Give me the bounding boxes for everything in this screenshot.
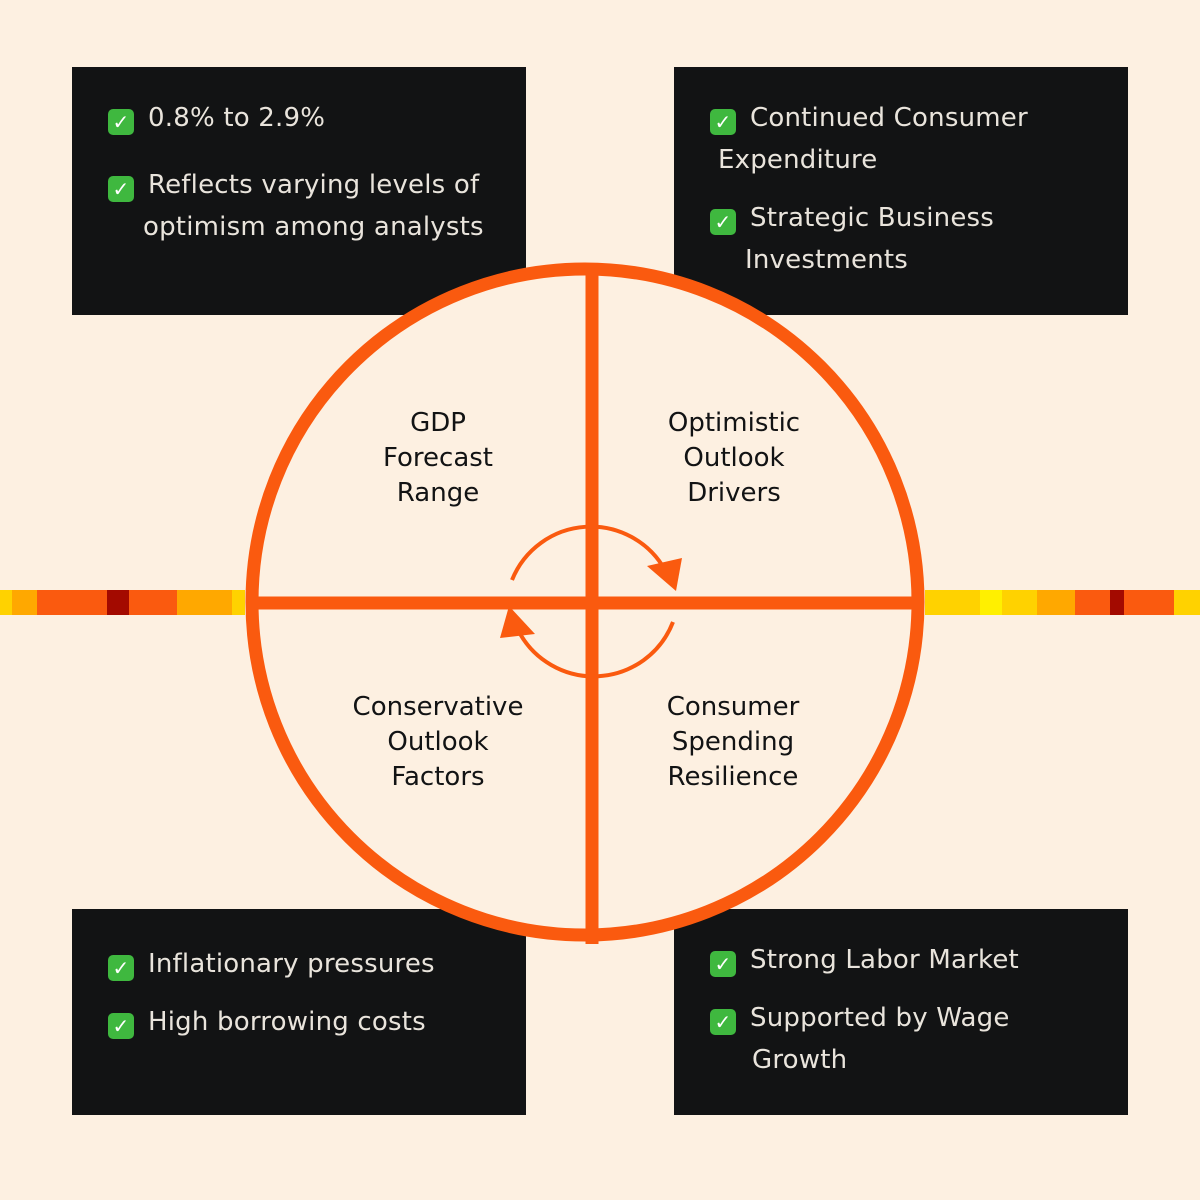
bullet-text-continued: Growth: [752, 1045, 848, 1075]
title-line: Resilience: [667, 762, 799, 792]
arrow-head-right-icon: [647, 558, 682, 591]
title-line: GDP: [410, 408, 466, 438]
bullet-item: ✓ Reflects varying levels of: [108, 164, 479, 206]
title-line: Consumer: [666, 692, 800, 722]
stripe-right: [925, 590, 1200, 615]
cycle-arc-top: [510, 524, 667, 581]
bullet-text: Inflationary pressures: [148, 949, 435, 979]
bullet-text: 0.8% to 2.9%: [148, 103, 326, 133]
bullet-item: ✓ Supported by Wage: [710, 997, 1010, 1039]
check-mark-icon: ✓: [710, 109, 736, 135]
cycle-arc-bottom: [516, 621, 675, 679]
quadrant-title-conservative-outlook-factors: Conservative Outlook Factors: [318, 690, 558, 795]
quadrant-title-gdp-forecast-range: GDP Forecast Range: [318, 406, 558, 511]
title-line: Range: [396, 478, 480, 508]
bullet-text: Supported by Wage: [750, 1003, 1010, 1033]
bullet-item: ✓ Strategic Business: [710, 197, 994, 239]
title-line: Conservative: [352, 692, 524, 722]
bullet-text-continued: optimism among analysts: [143, 212, 484, 242]
bullet-text: Strong Labor Market: [750, 945, 1019, 975]
title-line: Spending: [671, 727, 795, 757]
bullet-text-continued: Expenditure: [718, 145, 878, 175]
check-mark-icon: ✓: [108, 955, 134, 981]
quadrant-title-optimistic-outlook-drivers: Optimistic Outlook Drivers: [614, 406, 854, 511]
check-mark-icon: ✓: [108, 109, 134, 135]
check-mark-icon: ✓: [108, 1013, 134, 1039]
title-line: Outlook: [683, 443, 785, 473]
bullet-item: ✓ Inflationary pressures: [108, 943, 435, 985]
box-conservative-outlook-factors: ✓ Inflationary pressures ✓ High borrowing …: [72, 909, 526, 1115]
bullet-text-continued: Investments: [745, 245, 909, 275]
box-consumer-spending-resilience: ✓Strong Labor Market ✓Supported by Wage …: [674, 909, 1128, 1115]
bullet-item: ✓ 0.8% to 2.9%: [108, 97, 325, 139]
bullet-text: Continued Consumer: [750, 103, 1028, 133]
bullet-text: Reflects varying levels of: [148, 170, 480, 200]
bullet-text: Strategic Business: [750, 203, 995, 233]
box-optimistic-outlook-drivers: ✓ Continued Consumer Expenditure ✓ Strateg…: [674, 67, 1128, 315]
title-line: Factors: [391, 762, 485, 792]
check-mark-icon: ✓: [710, 1009, 736, 1035]
bullet-item: ✓ Continued Consumer: [710, 97, 1028, 139]
title-line: Drivers: [687, 478, 781, 508]
check-mark-icon: ✓: [710, 209, 736, 235]
check-mark-icon: ✓: [108, 176, 134, 202]
bullet-item: ✓ Strong Labor Market: [710, 939, 1019, 981]
box-gdp-forecast-range: ✓ Reflects varying levels of optimism amo…: [72, 67, 526, 315]
arrow-head-left-icon: [500, 606, 535, 638]
title-line: Optimistic: [667, 408, 801, 438]
quadrant-title-consumer-spending-resilience: Consumer Spending Resilience: [613, 690, 853, 795]
check-mark-icon: ✓: [710, 951, 736, 977]
title-line: Forecast: [382, 443, 494, 473]
bullet-text: High borrowing costs: [148, 1007, 426, 1037]
stripe-left: [0, 590, 245, 615]
title-line: Outlook: [387, 727, 489, 757]
bullet-item: ✓ High borrowing costs: [108, 1001, 426, 1043]
